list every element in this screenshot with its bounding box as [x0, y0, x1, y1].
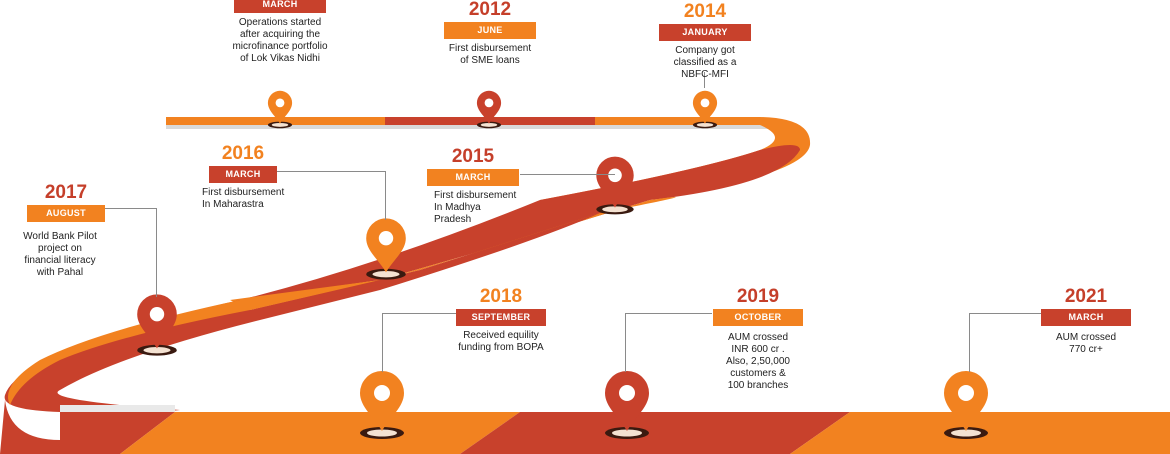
connector-2015 — [520, 174, 615, 176]
connector-2014 — [704, 72, 706, 88]
month-badge: OCTOBER — [713, 309, 803, 326]
year-label: 2014 — [683, 1, 727, 22]
location-pin-icon — [360, 371, 404, 439]
location-pin-icon — [476, 90, 502, 129]
month-badge: MARCH — [234, 0, 326, 13]
location-pin-icon — [366, 218, 406, 280]
location-pin-icon — [267, 90, 293, 129]
month-badge: AUGUST — [27, 205, 105, 222]
year-label: 2019 — [736, 286, 780, 307]
road-top-lane — [166, 117, 385, 125]
road-bottom-lane-red — [460, 412, 850, 454]
month-badge: JUNE — [444, 22, 536, 39]
road-bottom-lane-orange1 — [120, 412, 520, 454]
road-diagonal-lower — [4, 213, 601, 412]
month-badge: SEPTEMBER — [456, 309, 546, 326]
year-label: 2021 — [1064, 286, 1108, 307]
year-label: 2017 — [44, 182, 88, 203]
location-pin-icon — [596, 156, 634, 215]
connector-2018 — [382, 313, 457, 372]
road-bottom-red — [0, 400, 175, 454]
month-badge: JANUARY — [659, 24, 751, 41]
location-pin-icon — [692, 90, 718, 129]
road-shape — [0, 117, 1170, 454]
connector-2016 — [265, 171, 386, 220]
location-pin-icon — [605, 371, 649, 439]
year-label: 2015 — [451, 146, 495, 167]
month-badge: MARCH — [209, 166, 277, 183]
connector-2019 — [625, 313, 712, 372]
month-badge: MARCH — [427, 169, 519, 186]
year-label: 2012 — [468, 0, 512, 20]
year-label: 2016 — [221, 143, 265, 164]
road-bottom-inner-shadow — [60, 405, 175, 412]
road-curve-orange — [8, 280, 380, 405]
location-pin-icon — [944, 371, 988, 439]
connector-2017 — [90, 208, 157, 297]
year-label: 2018 — [479, 286, 523, 307]
location-pin-icon — [137, 294, 177, 356]
connector-2021 — [969, 313, 1042, 372]
pins — [137, 90, 988, 439]
month-badge: MARCH — [1041, 309, 1131, 326]
